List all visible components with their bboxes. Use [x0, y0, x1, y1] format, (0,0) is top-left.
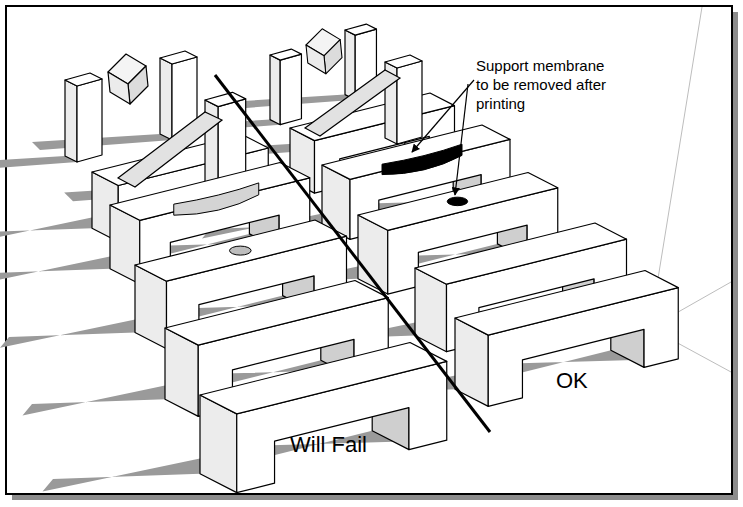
support-membrane — [382, 144, 462, 174]
tilted-cube — [306, 29, 342, 74]
callout-note: Support membrane to be removed after pri… — [476, 56, 616, 113]
open-hole — [230, 246, 252, 255]
plain-bench — [455, 271, 678, 407]
ramp-slab — [305, 70, 400, 136]
leader-line — [455, 84, 468, 195]
long-bench — [200, 343, 447, 493]
tower-block — [270, 49, 301, 125]
group-label: OK — [556, 368, 588, 394]
tall-block — [385, 55, 422, 144]
frame — [6, 6, 732, 494]
group-label: Will Fail — [290, 432, 367, 458]
support-membrane — [447, 197, 467, 206]
ramp-slab — [118, 112, 222, 187]
divider-line — [215, 75, 490, 432]
open-arch — [174, 183, 259, 215]
tilted-cube — [108, 54, 148, 104]
tower-block — [65, 73, 102, 162]
